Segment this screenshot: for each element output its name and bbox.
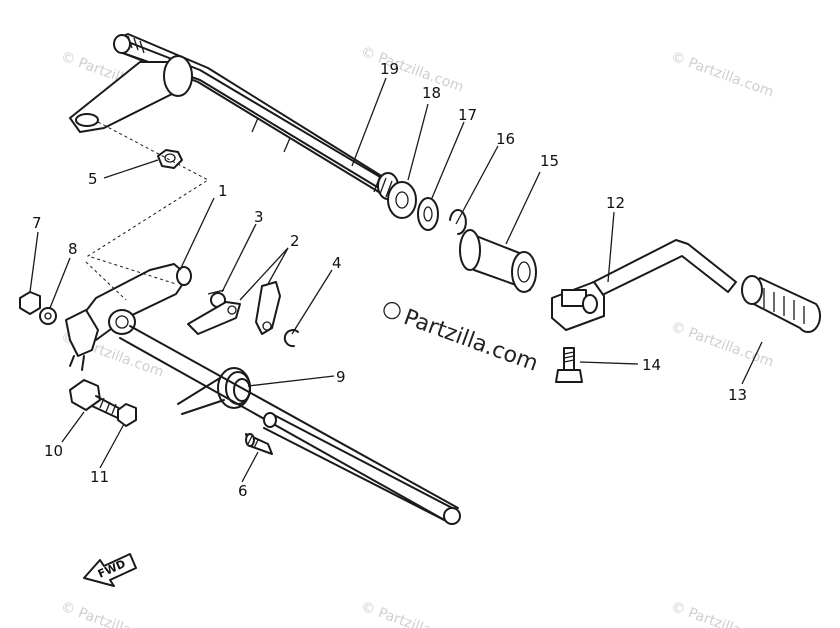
callout-8: 8 <box>68 240 78 258</box>
part-2-claw <box>187 281 281 335</box>
callout-numbers: 1 2 3 4 5 6 7 8 9 10 11 12 13 14 15 16 1… <box>32 60 747 500</box>
callout-16: 16 <box>496 130 515 148</box>
part-6-pin <box>245 433 273 455</box>
callout-13: 13 <box>728 386 747 404</box>
part-18-oil-seal <box>387 181 417 219</box>
callout-19: 19 <box>380 60 399 78</box>
watermark-tile: © Partzilla.com <box>669 49 776 101</box>
watermark-tile: © Partzilla.com <box>669 599 776 628</box>
part-13-pedal-rubber <box>741 275 822 334</box>
watermark-text: Partzilla.com <box>400 305 541 377</box>
callout-1: 1 <box>218 182 228 200</box>
part-5-nut <box>157 149 183 169</box>
callout-11: 11 <box>90 468 109 486</box>
callout-17: 17 <box>458 106 477 124</box>
part-10-bolt <box>69 379 127 421</box>
watermark-tiles: © Partzilla.com © Partzilla.com © Partzi… <box>59 44 776 628</box>
part-4-circlip <box>283 329 299 348</box>
callout-18: 18 <box>422 84 441 102</box>
leader-lines <box>29 77 763 483</box>
callout-15: 15 <box>540 152 559 170</box>
callout-5: 5 <box>88 170 98 188</box>
callout-14: 14 <box>642 356 661 374</box>
watermark-tile: © Partzilla.com <box>359 44 466 96</box>
part-8-washer <box>39 307 57 325</box>
callout-7: 7 <box>32 214 42 232</box>
part-shift-shaft-rod <box>263 412 461 525</box>
part-19-shift-shaft <box>69 33 405 201</box>
assembly-guides <box>85 121 209 301</box>
watermark-tile: © Partzilla.com <box>669 319 776 371</box>
copyright-icon <box>383 301 401 320</box>
part-7-nut <box>19 291 41 315</box>
part-17-washer <box>417 197 439 231</box>
callout-6: 6 <box>238 482 248 500</box>
watermark-tile: © Partzilla.com <box>359 599 466 628</box>
watermark-tile: © Partzilla.com <box>59 599 166 628</box>
part-9-return-spring <box>177 367 251 415</box>
center-watermark: © Partzilla.com <box>383 301 541 377</box>
callout-12: 12 <box>606 194 625 212</box>
callout-3: 3 <box>254 208 264 226</box>
callout-4: 4 <box>332 254 342 272</box>
part-12-shift-pedal <box>551 239 737 331</box>
part-14-bolt <box>555 347 583 383</box>
callout-9: 9 <box>336 368 346 386</box>
fwd-arrow: FWD <box>83 553 137 587</box>
part-15-collar <box>459 229 537 293</box>
part-16-circlip <box>449 209 467 235</box>
callout-10: 10 <box>44 442 63 460</box>
callout-2: 2 <box>290 232 300 250</box>
part-11-nut <box>117 403 137 427</box>
part-1-shift-arm <box>65 263 459 523</box>
